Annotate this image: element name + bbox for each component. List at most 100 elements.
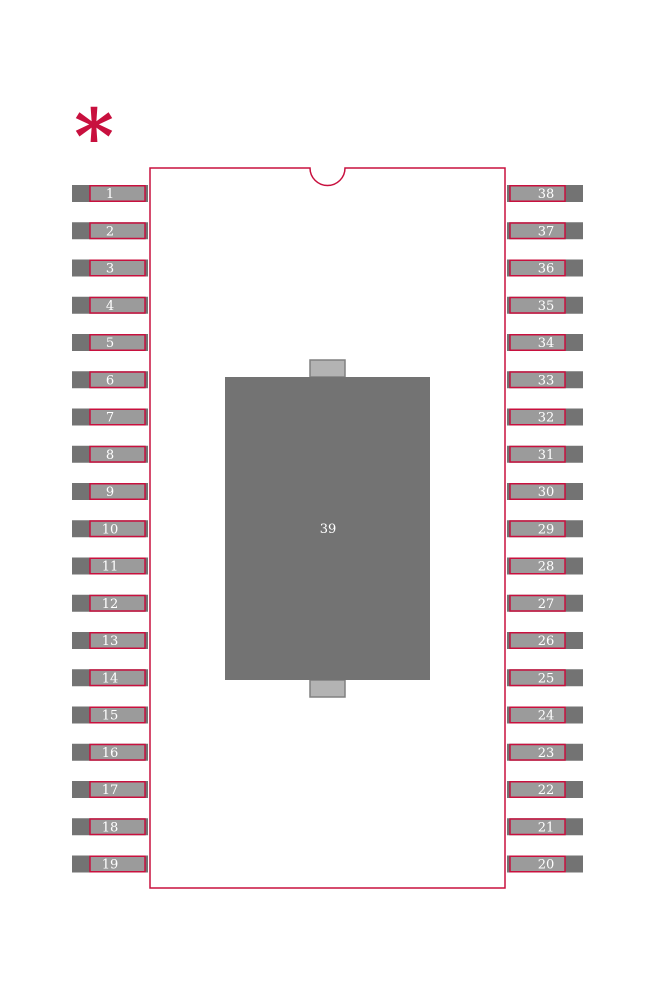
pin-26: 26 xyxy=(507,632,583,649)
pin-number: 4 xyxy=(106,299,114,314)
pin-pad-inner-6 xyxy=(89,371,146,389)
pin-number: 13 xyxy=(102,634,119,649)
pin-8: 8 xyxy=(72,445,148,463)
pin-pad-inner-21 xyxy=(509,818,566,836)
pin-number: 36 xyxy=(538,262,555,277)
pin-number: 25 xyxy=(538,671,555,686)
pin-number: 3 xyxy=(106,262,114,277)
pin-pad-inner-1 xyxy=(89,185,146,202)
pin-number: 5 xyxy=(106,336,114,351)
pin-number: 16 xyxy=(102,746,119,761)
pin-25: 25 xyxy=(507,669,583,687)
pin-pad-inner-26 xyxy=(509,632,566,649)
pin-6: 6 xyxy=(72,371,148,389)
pin-pad-inner-23 xyxy=(509,743,566,761)
pin-number: 6 xyxy=(106,373,114,388)
package-body-outline xyxy=(149,167,506,889)
pin-1: 1 xyxy=(72,185,148,202)
pin-pad-inner-12 xyxy=(89,594,146,612)
pin-number: 18 xyxy=(102,820,119,835)
pin-18: 18 xyxy=(72,818,148,836)
pin-pad-inner-19 xyxy=(89,855,146,873)
pin-38: 38 xyxy=(507,185,583,202)
pin-number: 26 xyxy=(538,634,555,649)
pin-number: 37 xyxy=(538,224,555,239)
pin-pad-inner-29 xyxy=(509,520,566,538)
pin-pad-inner-8 xyxy=(89,445,146,463)
pin-33: 33 xyxy=(507,371,583,389)
pin-number: 33 xyxy=(538,373,555,388)
pin-15: 15 xyxy=(72,706,148,724)
pin-23: 23 xyxy=(507,743,583,761)
pin-number: 2 xyxy=(106,224,114,239)
thermal-pad-label: 39 xyxy=(320,522,337,537)
pin-number: 14 xyxy=(102,671,119,686)
pin-number: 24 xyxy=(538,709,555,724)
pin-pad-inner-9 xyxy=(89,483,146,500)
pin-number: 12 xyxy=(102,597,119,612)
pin-pad-inner-31 xyxy=(509,445,566,463)
pin-number: 38 xyxy=(538,187,555,202)
pin-20: 20 xyxy=(507,855,583,873)
pin-pad-inner-14 xyxy=(89,669,146,687)
pin-13: 13 xyxy=(72,632,148,649)
pin-number: 31 xyxy=(538,448,555,463)
pin-pad-inner-30 xyxy=(509,483,566,500)
pin-pad-inner-16 xyxy=(89,743,146,761)
pin-number: 9 xyxy=(106,485,114,500)
thermal-pad-tab-bottom xyxy=(309,679,346,698)
pin-number: 20 xyxy=(538,858,555,873)
pin-number: 30 xyxy=(538,485,555,500)
pin-pad-inner-25 xyxy=(509,669,566,687)
pin-number: 19 xyxy=(102,858,119,873)
pin-14: 14 xyxy=(72,669,148,687)
pin-24: 24 xyxy=(507,706,583,724)
pin-30: 30 xyxy=(507,483,583,500)
pin-pad-inner-7 xyxy=(89,408,146,426)
pin-pad-inner-3 xyxy=(89,259,146,277)
pin-3: 3 xyxy=(72,259,148,277)
pin-pad-inner-13 xyxy=(89,632,146,649)
pin-pad-inner-37 xyxy=(509,222,566,240)
pin-pad-inner-18 xyxy=(89,818,146,836)
pin-pad-inner-2 xyxy=(89,222,146,240)
pin-pad-inner-36 xyxy=(509,259,566,277)
thermal-pad-tab-top xyxy=(309,359,346,378)
pin-number: 27 xyxy=(538,597,555,612)
pin-pad-inner-15 xyxy=(89,706,146,724)
pin-pad-inner-35 xyxy=(509,296,566,314)
pin-number: 23 xyxy=(538,746,555,761)
pin-4: 4 xyxy=(72,296,148,314)
pin-pad-inner-33 xyxy=(509,371,566,389)
pin-5: 5 xyxy=(72,334,148,351)
pin-12: 12 xyxy=(72,594,148,612)
pin-pad-inner-20 xyxy=(509,855,566,873)
pin-17: 17 xyxy=(72,781,148,798)
pin-number: 17 xyxy=(102,783,119,798)
pin-pad-inner-28 xyxy=(509,557,566,575)
pin-number: 28 xyxy=(538,560,555,575)
pin-number: 32 xyxy=(538,411,555,426)
pin-19: 19 xyxy=(72,855,148,873)
pin-31: 31 xyxy=(507,445,583,463)
pin-pad-inner-11 xyxy=(89,557,146,575)
pin-35: 35 xyxy=(507,296,583,314)
pin-21: 21 xyxy=(507,818,583,836)
pin-number: 29 xyxy=(538,522,555,537)
pin-36: 36 xyxy=(507,259,583,277)
pin-number: 35 xyxy=(538,299,555,314)
pin-34: 34 xyxy=(507,334,583,351)
pin-22: 22 xyxy=(507,781,583,798)
pin-11: 11 xyxy=(72,557,148,575)
pin1-asterisk-icon: * xyxy=(74,92,114,181)
pin-27: 27 xyxy=(507,594,583,612)
pin-number: 7 xyxy=(106,411,114,426)
pin-pad-inner-34 xyxy=(509,334,566,351)
thermal-pad xyxy=(225,377,430,680)
pin-pad-inner-10 xyxy=(89,520,146,538)
pin-pad-inner-17 xyxy=(89,781,146,798)
pin-pad-inner-27 xyxy=(509,594,566,612)
pin-number: 1 xyxy=(106,187,114,202)
pin-pad-inner-24 xyxy=(509,706,566,724)
